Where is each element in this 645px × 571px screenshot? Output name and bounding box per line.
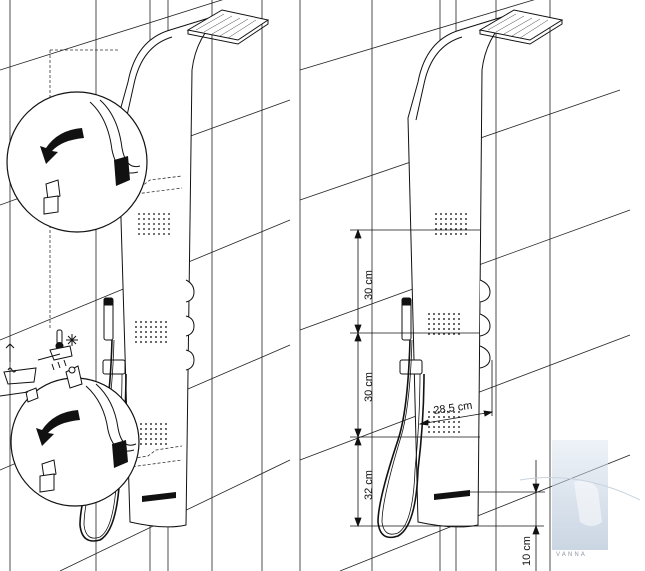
diverter-valve-icon [43, 179, 61, 215]
left-pipe-fittings [0, 353, 83, 403]
right-soap-shelf [434, 490, 470, 500]
dim-label-depth: 28,5 cm [433, 400, 473, 417]
svg-text:VANNA: VANNA [556, 551, 587, 558]
dim-label-lower: 32 cm [363, 470, 375, 500]
dim-label-upper: 30 cm [363, 270, 375, 300]
right-rain-shower-head [478, 9, 564, 45]
right-shower-panel [407, 13, 513, 528]
rotate-arrow-icon [36, 410, 80, 446]
shower-head-icon [49, 345, 73, 371]
left-soap-shelf [142, 492, 176, 502]
dimension-lines [350, 228, 545, 571]
detail-circle-top [6, 91, 148, 233]
left-rain-shower-head [186, 9, 270, 45]
watermark-logo: VANNA [519, 440, 641, 558]
diverter-valve-icon [39, 459, 57, 493]
left-control-knobs [185, 279, 195, 371]
right-hand-shower [377, 297, 425, 539]
right-control-knobs [479, 279, 491, 369]
rotate-arrow-icon [40, 128, 84, 164]
left-body-jet-top [138, 213, 170, 235]
dim-label-floor-gap: 10 cm [521, 536, 533, 566]
dim-label-middle: 30 cm [363, 372, 375, 402]
bath-fill-icon [3, 343, 37, 385]
detail-circle-bottom [10, 377, 140, 507]
